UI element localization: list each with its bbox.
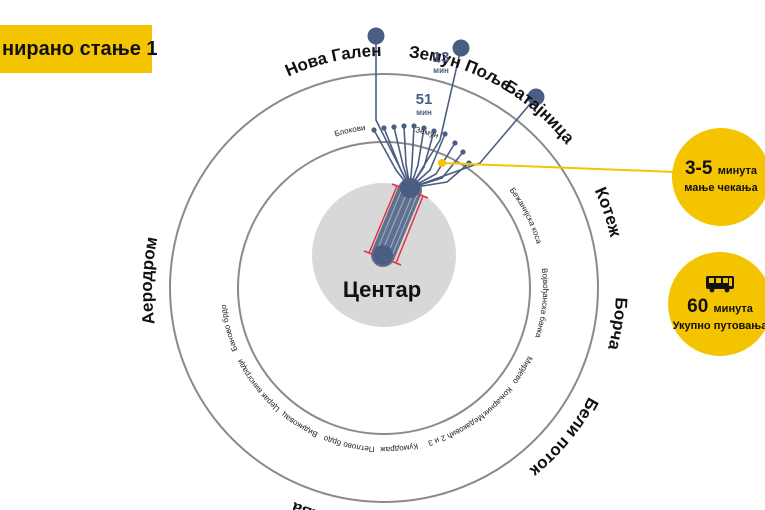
total-time-text: Укупно путовања [672, 320, 765, 332]
node-zemun-polje [452, 39, 470, 57]
total-time-value-row: 60 минута [687, 297, 753, 319]
outer-label-kotez: Котеж [591, 184, 625, 239]
inner-label-konjarnik: Коњарник [481, 385, 514, 418]
inner-label-bezanijska-kosa: Бежанијска коса [508, 186, 544, 245]
outer-label-batajnica: Батајница [501, 76, 579, 148]
inner-label-blokovi: Блокови [333, 123, 366, 138]
total-time-unit: минута [713, 303, 753, 315]
page-title: нирано стање 1 [2, 37, 158, 60]
inner-label-banovo-brdo: Баново брдо [219, 304, 240, 353]
inner-label-zemun: Земун [415, 125, 440, 140]
inner-label-medakovic: Медаковић 2 и 3 [427, 412, 487, 448]
inner-stops [371, 123, 472, 166]
total-time-value: 60 [687, 296, 709, 317]
wait-time-unit: минута [717, 165, 758, 177]
outer-label-aerodrom: Аеродром [137, 235, 161, 326]
wait-time-value-row: 3-5 минута [685, 159, 757, 181]
wait-time-value: 3-5 [684, 158, 713, 179]
time-51-value: 51 [416, 91, 433, 108]
center-label: Центар [343, 277, 421, 302]
inner-label-vojvodjanska-banka: Војвођанска банка [533, 268, 550, 340]
inner-label-vidikovac: Видиковац [279, 410, 319, 439]
node-nova-galenika [367, 27, 385, 45]
outer-label-borca: Борча [604, 297, 631, 353]
outer-ring [169, 73, 599, 503]
wait-time-text: мање чекања [684, 182, 758, 194]
trunk-line [371, 178, 422, 267]
time-13-unit: мин [433, 66, 449, 75]
inner-label-kumodraz: Кумодраж [380, 441, 419, 454]
title-banner: нирано стање 1 [0, 25, 158, 73]
red-bracket [363, 183, 429, 266]
bus-icon [706, 276, 734, 293]
wait-time-badge: 3-5 минута мање чекања [672, 128, 765, 226]
inner-ring [237, 141, 531, 435]
node-batajnica [527, 88, 545, 106]
total-time-badge: 60 минута Укупно путовања [668, 252, 765, 356]
hub-node [400, 178, 420, 198]
time-51-unit: мин [416, 108, 432, 117]
callout-dot [438, 159, 446, 167]
inner-label-petlovo-brdo: Петлово брдо [322, 433, 375, 453]
callout-line [441, 162, 677, 173]
time-13-value: 13 [433, 49, 450, 66]
center-node [373, 245, 393, 265]
inner-label-mirjevo: Мирјево [511, 355, 535, 386]
